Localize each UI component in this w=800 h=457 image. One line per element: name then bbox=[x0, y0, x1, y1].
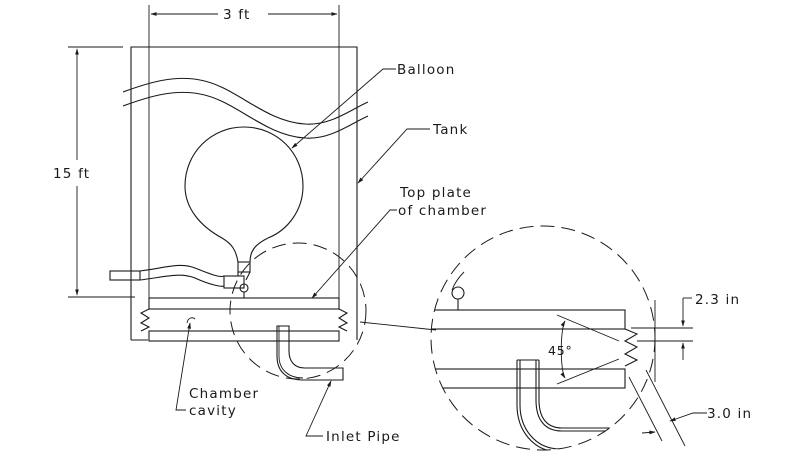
chamber-cavity-label-line2: cavity bbox=[189, 403, 237, 419]
detail-callout-circle bbox=[229, 242, 367, 380]
balloon-hose bbox=[109, 264, 251, 289]
thickness-dimension: 3.0 in bbox=[628, 369, 752, 447]
detail-top-plate bbox=[431, 309, 626, 330]
inlet-pipe-label: Inlet Pipe bbox=[326, 429, 401, 445]
break-lines bbox=[122, 77, 369, 139]
gap-dimension: 2.3 in bbox=[631, 292, 740, 382]
angle-label: 45° bbox=[548, 343, 573, 358]
top-plate-label-group: Top plate of chamber bbox=[311, 185, 487, 299]
cavity-pointer-end bbox=[186, 317, 196, 324]
angle-dimension: 45° bbox=[548, 314, 620, 385]
balloon bbox=[184, 126, 304, 273]
balloon-label-group: Balloon bbox=[291, 62, 456, 149]
top-plate-label-line1: Top plate bbox=[399, 185, 472, 201]
tank-label: Tank bbox=[432, 122, 468, 138]
detail-view-circle bbox=[430, 225, 656, 451]
balloon-label: Balloon bbox=[397, 62, 456, 78]
chamber-top-plate bbox=[148, 297, 340, 310]
height-dimension: 15 ft bbox=[53, 46, 135, 298]
height-dimension-label: 15 ft bbox=[53, 166, 90, 182]
hook-ring bbox=[239, 283, 249, 298]
detail-view bbox=[431, 271, 626, 450]
tank bbox=[130, 46, 358, 341]
detail-leader-line bbox=[359, 321, 437, 331]
detail-bellows bbox=[623, 328, 639, 367]
inlet-pipe-label-group: Inlet Pipe bbox=[305, 380, 401, 445]
gap-dimension-label: 2.3 in bbox=[695, 292, 740, 308]
width-dimension-label: 3 ft bbox=[223, 7, 251, 23]
chamber bbox=[139, 297, 349, 342]
inlet-pipe bbox=[276, 325, 344, 381]
tank-label-group: Tank bbox=[357, 122, 468, 184]
bellows-right bbox=[337, 308, 349, 332]
thickness-dimension-label: 3.0 in bbox=[707, 406, 752, 422]
bellows-left bbox=[139, 308, 151, 332]
chamber-bottom-plate bbox=[148, 330, 340, 342]
width-dimension: 3 ft bbox=[148, 5, 340, 300]
top-plate-label-line2: of chamber bbox=[398, 203, 487, 219]
chamber-cavity-label-line1: Chamber bbox=[189, 386, 259, 402]
detail-bottom-plate bbox=[431, 368, 626, 389]
chamber-cavity-label-group: Chamber cavity bbox=[175, 322, 259, 419]
